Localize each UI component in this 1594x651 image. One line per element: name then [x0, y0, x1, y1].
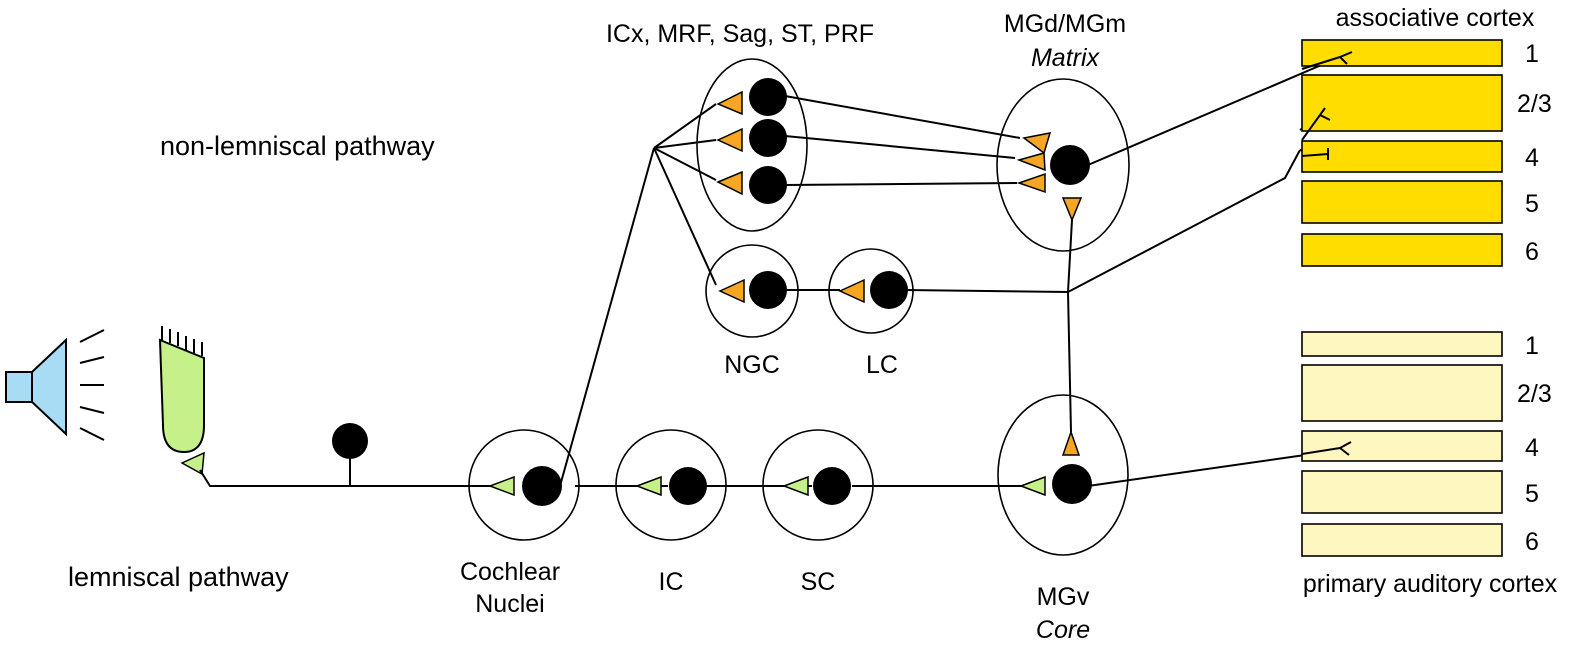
sc-label: SC	[801, 568, 836, 596]
ic-label: IC	[659, 568, 684, 596]
ic-nucleus	[615, 429, 727, 541]
associative-layer-1	[1301, 39, 1503, 67]
matrix-label: Matrix	[1031, 44, 1101, 72]
primary-layer-2-3	[1301, 364, 1503, 422]
associative-cortex-title: associative cortex	[1336, 4, 1535, 32]
primary-layer-num: 5	[1525, 480, 1539, 508]
cochlear-label: Cochlear	[460, 558, 560, 586]
reticular-group-label: ICx, MRF, Sag, ST, PRF	[606, 20, 874, 48]
primary-layer-num: 4	[1525, 434, 1539, 462]
mgv-nucleus	[997, 394, 1129, 556]
associative-layer-5	[1301, 180, 1503, 224]
lc-nucleus	[828, 248, 914, 334]
non-lemniscal-label: non-lemniscal pathway	[160, 131, 435, 161]
core-label: Core	[1036, 616, 1090, 644]
associative-layer-num: 5	[1525, 190, 1539, 218]
primary-layer-num: 6	[1525, 528, 1539, 556]
associative-layer-2-3	[1301, 74, 1503, 132]
associative-layer-4	[1301, 140, 1503, 173]
mgd-mgm-label: MGd/MGm	[1004, 10, 1126, 38]
primary-cortex-title: primary auditory cortex	[1303, 570, 1558, 598]
ngc-nucleus	[705, 244, 799, 338]
associative-layer-num: 4	[1525, 144, 1539, 172]
primary-layer-6	[1301, 523, 1503, 557]
primary-layer-num: 2/3	[1517, 380, 1552, 408]
associative-layer-6	[1301, 233, 1503, 267]
cortical-terminals	[1301, 51, 1353, 456]
spiral-ganglion-soma	[332, 423, 368, 459]
cochlear-nuclei-label: Nuclei	[475, 590, 544, 618]
speaker-icon	[5, 329, 105, 441]
reticular-group-nucleus	[696, 58, 808, 232]
primary-layer-5	[1301, 470, 1503, 514]
sc-nucleus	[762, 429, 874, 541]
associative-layer-num: 2/3	[1517, 90, 1552, 118]
hair-cell-icon	[158, 326, 205, 476]
lc-label: LC	[866, 351, 898, 379]
ngc-label: NGC	[724, 351, 780, 379]
associative-layer-num: 6	[1525, 238, 1539, 266]
lemniscal-label: lemniscal pathway	[68, 562, 289, 592]
primary-layer-1	[1301, 331, 1503, 357]
mgv-label: MGv	[1037, 583, 1090, 611]
lemniscal-axons	[199, 423, 1353, 487]
non-lemniscal-axons	[559, 51, 1353, 487]
associative-cortex	[1301, 39, 1503, 267]
cochlear-nuclei	[468, 429, 580, 541]
primary-layer-num: 1	[1525, 332, 1539, 360]
mgd-mgm-nucleus	[996, 78, 1130, 252]
associative-layer-num: 1	[1525, 40, 1539, 68]
primary-cortex	[1301, 331, 1503, 557]
primary-layer-4	[1301, 430, 1503, 462]
